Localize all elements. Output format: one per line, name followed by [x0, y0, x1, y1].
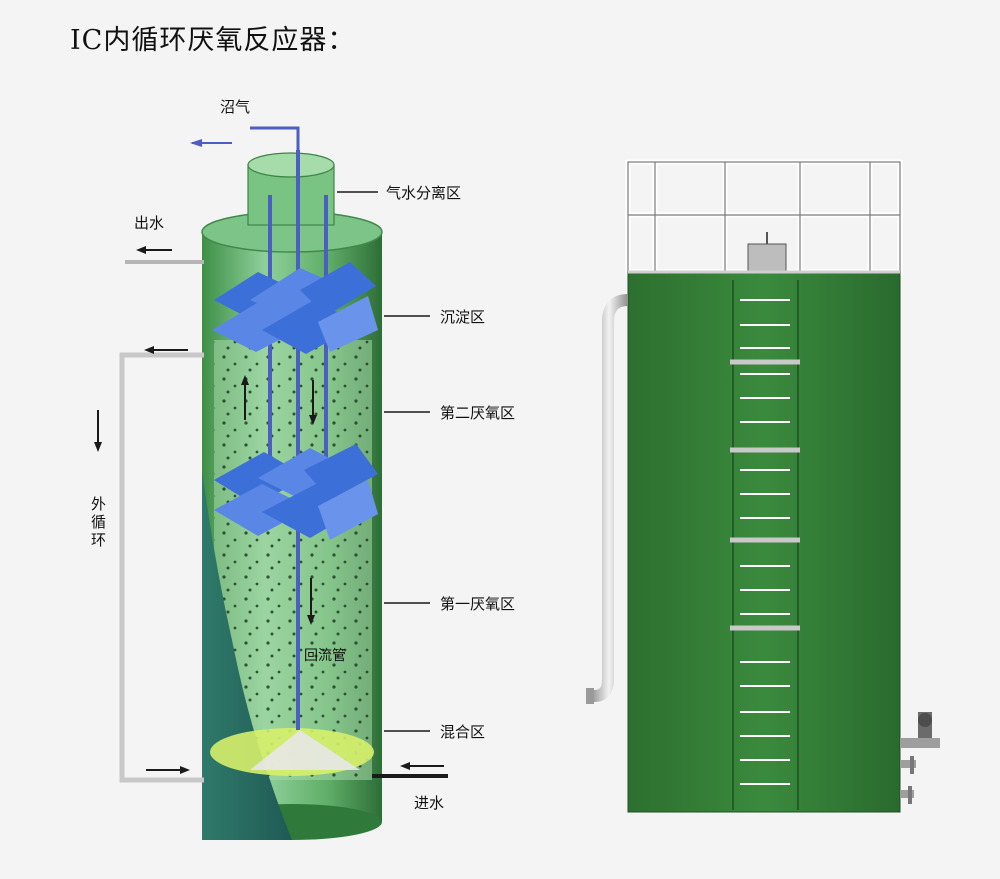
- bottom-valves: [900, 712, 940, 804]
- label-biogas: 沼气: [220, 98, 250, 116]
- label-outlet-water: 出水: [134, 214, 164, 232]
- label-return-pipe: 回流管: [304, 648, 346, 664]
- label-second-anaerobic-zone: 第二厌氧区: [440, 404, 515, 422]
- separator-top: [247, 152, 335, 178]
- top-gas-device: [747, 243, 787, 273]
- label-external-circulation: 外循环: [89, 496, 107, 550]
- label-inlet-water: 进水: [414, 794, 444, 812]
- upper-baffles: [212, 262, 378, 354]
- label-first-anaerobic-zone: 第一厌氧区: [440, 595, 515, 613]
- external-circulation-pipe: [119, 352, 204, 783]
- label-gas-water-separation: 气水分离区: [386, 184, 461, 202]
- tank-render: [586, 159, 940, 813]
- biogas-arrowhead: [190, 139, 202, 147]
- label-mixing-zone: 混合区: [440, 723, 485, 741]
- tank-ladder: [730, 280, 800, 810]
- page-title: IC内循环厌氧反应器：: [70, 25, 356, 56]
- side-pipe: [590, 294, 629, 702]
- internal-flow-arrows: [241, 375, 317, 625]
- label-settling-zone: 沉淀区: [440, 308, 485, 326]
- outlet-arrowhead: [136, 246, 146, 254]
- ic-reactor-schematic: 沼气 气水分离区 出水 沉淀区 第二厌氧区 第一厌氧区 回流管 混合区 进水 外…: [89, 98, 515, 840]
- distributor-cone: [250, 730, 360, 770]
- biogas-pipe: [250, 126, 300, 165]
- leader-lines: [337, 191, 430, 732]
- lower-baffles: [214, 444, 378, 540]
